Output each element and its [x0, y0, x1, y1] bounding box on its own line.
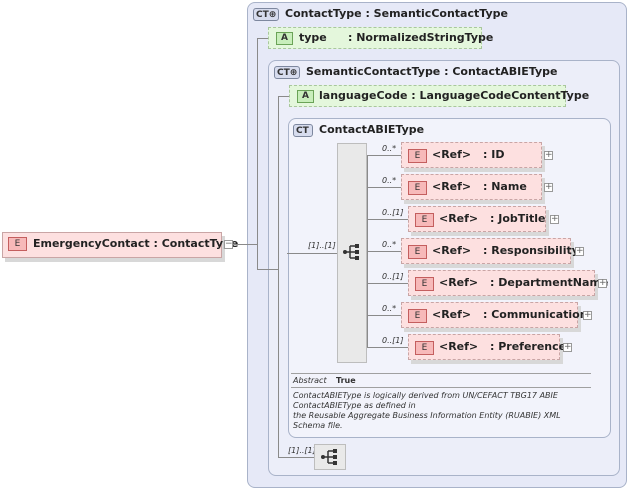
connector — [367, 347, 408, 348]
expand-icon[interactable]: + — [563, 342, 572, 352]
emergencycontact-label: EmergencyContact : ContactType — [33, 237, 239, 250]
element-responsibility[interactable] — [401, 238, 571, 264]
connector — [367, 283, 408, 284]
ct-badge-icon: CT — [293, 124, 313, 137]
connector — [367, 155, 401, 156]
documentation-line: Schema file. — [293, 421, 343, 430]
contacttype-title: ContactType : SemanticContactType — [285, 7, 508, 20]
languagecode-attribute[interactable] — [289, 85, 566, 107]
connector — [367, 187, 401, 188]
element-icon: E — [408, 309, 427, 323]
connector — [257, 269, 278, 270]
element-ref: <Ref> — [432, 148, 472, 161]
annotation-divider — [291, 373, 591, 374]
languagecode-attribute-label: languageCode : LanguageCodeContentType — [319, 89, 590, 102]
connector — [287, 253, 337, 254]
connector — [278, 96, 279, 457]
element-cardinality: 0..[1] — [382, 208, 404, 217]
connector — [233, 244, 257, 245]
element-cardinality: 0..[1] — [382, 336, 404, 345]
element-icon: E — [415, 213, 434, 227]
abstract-value: True — [336, 376, 356, 385]
expand-icon[interactable]: + — [598, 278, 607, 288]
collapse-icon[interactable]: − — [224, 239, 233, 249]
element-name: : Communication — [483, 308, 588, 321]
sequence-icon — [343, 244, 361, 263]
element-ref: <Ref> — [432, 308, 472, 321]
element-ref: <Ref> — [439, 340, 479, 353]
connector — [367, 251, 401, 252]
element-ref: <Ref> — [439, 212, 479, 225]
element-name: : JobTitle — [490, 212, 546, 225]
sequence-cardinality: [1]..[1] — [308, 241, 336, 250]
element-ref: <Ref> — [432, 180, 472, 193]
expand-icon[interactable]: + — [583, 310, 592, 320]
element-name: : Responsibility — [483, 244, 579, 257]
element-cardinality: 0..* — [382, 176, 397, 185]
element-name: : DepartmentName — [490, 276, 609, 289]
element-cardinality: 0..[1] — [382, 272, 404, 281]
element-cardinality: 0..* — [382, 240, 397, 249]
connector — [278, 457, 314, 458]
sequence-icon — [321, 449, 339, 468]
element-cardinality: 0..* — [382, 304, 397, 313]
connector — [257, 38, 268, 39]
element-cardinality: 0..* — [382, 144, 397, 153]
element-icon: E — [408, 181, 427, 195]
expand-icon[interactable]: + — [550, 214, 559, 224]
element-icon: E — [415, 277, 434, 291]
element-ref: <Ref> — [432, 244, 472, 257]
expand-icon[interactable]: + — [544, 150, 553, 160]
element-name: : Preference — [490, 340, 567, 353]
documentation-line: ContactABIEType is logically derived fro… — [293, 391, 558, 400]
element-icon: E — [408, 149, 427, 163]
element-communication[interactable] — [401, 302, 578, 328]
abstract-label: Abstract — [293, 376, 327, 385]
bottom-sequence-cardinality: [1]..[1] — [288, 446, 316, 455]
type-attribute[interactable] — [268, 27, 482, 49]
semanticcontacttype-title: SemanticContactType : ContactABIEType — [306, 65, 558, 78]
element-name: : ID — [483, 148, 505, 161]
documentation-line: ContactABIEType as defined in — [293, 401, 416, 410]
attribute-icon: A — [297, 90, 314, 103]
attribute-icon: A — [276, 32, 293, 45]
type-attribute-name: type — [299, 31, 327, 44]
element-ref: <Ref> — [439, 276, 479, 289]
connector — [367, 315, 401, 316]
contactabietype-title: ContactABIEType — [319, 123, 425, 136]
connector — [278, 96, 289, 97]
element-icon: E — [8, 237, 27, 251]
connector — [257, 38, 258, 270]
element-icon: E — [408, 245, 427, 259]
ct-badge-icon: CT⊕ — [274, 66, 300, 79]
connector — [367, 219, 408, 220]
expand-icon[interactable]: + — [575, 246, 584, 256]
element-name: : Name — [483, 180, 527, 193]
expand-icon[interactable]: + — [544, 182, 553, 192]
annotation-divider — [291, 387, 591, 388]
sequence-compositor[interactable] — [337, 143, 367, 363]
documentation-line: the Reusable Aggregate Business Informat… — [293, 411, 561, 420]
element-departmentname[interactable] — [408, 270, 595, 296]
type-attribute-type: : NormalizedStringType — [348, 31, 494, 44]
ct-badge-icon: CT⊕ — [253, 8, 279, 21]
element-icon: E — [415, 341, 434, 355]
emergencycontact-element[interactable] — [2, 232, 222, 258]
